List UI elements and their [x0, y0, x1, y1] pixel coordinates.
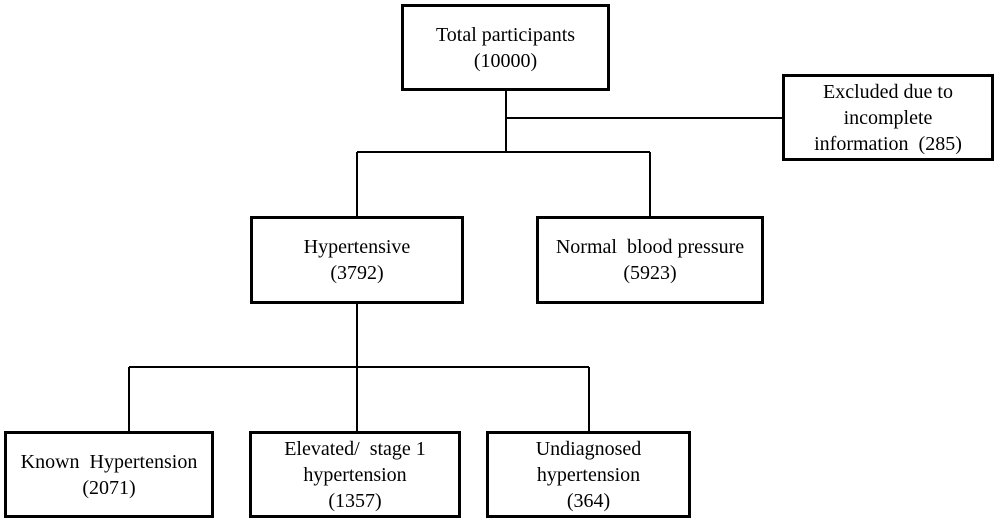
node-text-line: Total participants [435, 23, 576, 46]
node-count: (5923) [623, 262, 677, 284]
node-text-line: Undiagnosed [535, 437, 642, 460]
node-count: (2071) [82, 476, 136, 499]
node-text-line: information (285) [814, 132, 962, 155]
node-count: (364) [566, 489, 611, 512]
node-count: (3792) [330, 262, 384, 284]
node-count: (10000) [473, 49, 538, 72]
node-text-line: hypertension [536, 463, 641, 486]
node-normal-blood-pressure: Normal blood pressure (5923) [536, 216, 764, 304]
node-text-line: Elevated/ stage 1 [284, 437, 426, 460]
node-text-line: Excluded due to [823, 80, 953, 103]
node-text-line: Hypertensive [303, 236, 411, 258]
node-total-participants: Total participants (10000) [401, 4, 610, 91]
node-text-line: hypertension [303, 463, 407, 486]
node-hypertensive: Hypertensive (3792) [250, 216, 464, 304]
node-elevated-stage1: Elevated/ stage 1 hypertension (1357) [249, 431, 461, 518]
node-undiagnosed-hypertension: Undiagnosed hypertension (364) [486, 431, 691, 518]
node-text-line: Known Hypertension [20, 450, 198, 473]
node-text-line: incomplete [843, 106, 933, 129]
node-count: (1357) [328, 489, 382, 512]
node-excluded: Excluded due to incomplete information (… [782, 74, 994, 161]
node-text-line: Normal blood pressure [555, 236, 745, 258]
node-known-hypertension: Known Hypertension (2071) [4, 431, 214, 518]
